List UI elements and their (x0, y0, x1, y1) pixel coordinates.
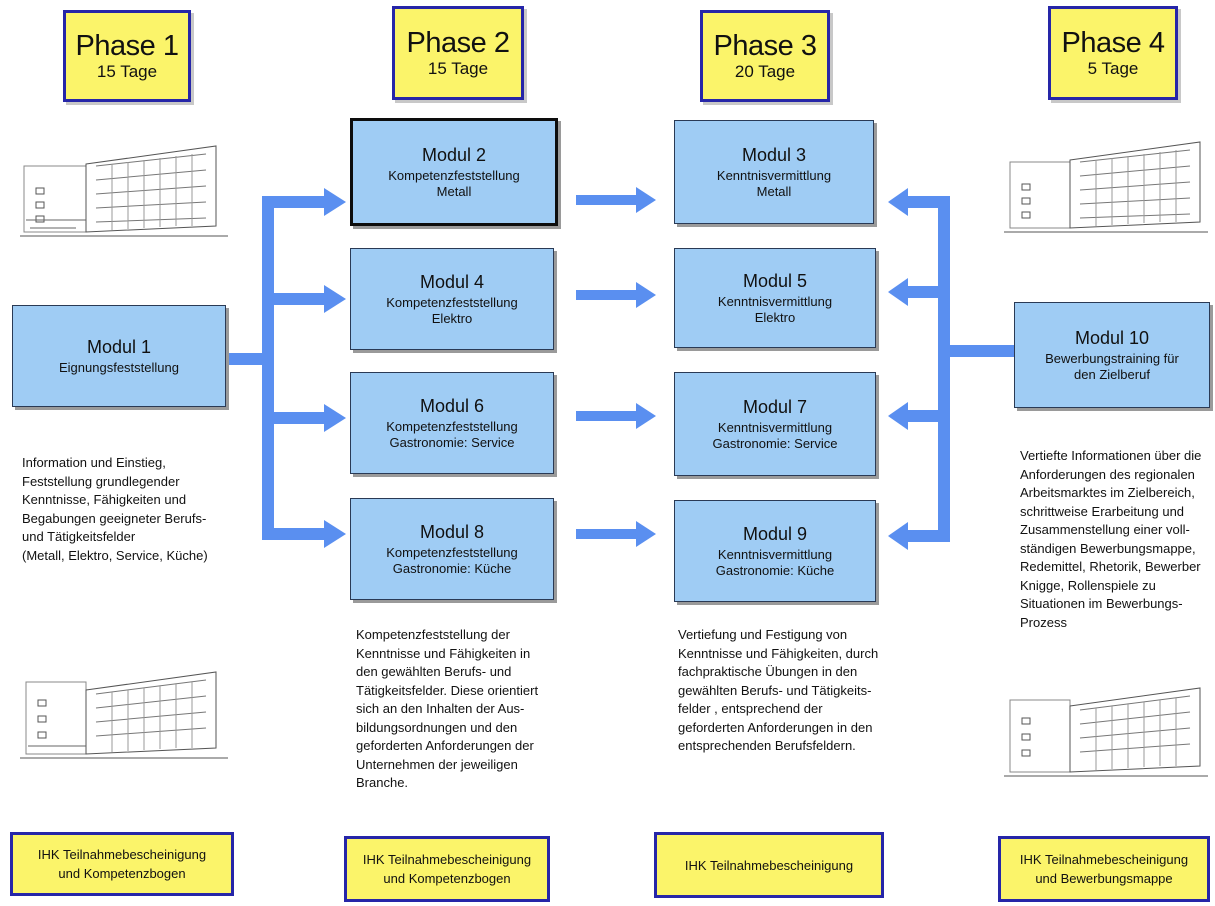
phase-1-title: Phase 1 (75, 29, 179, 62)
modul-1-box: Modul 1 Eignungsfeststellung (12, 305, 226, 407)
modul-5-title: Modul 5 (742, 271, 808, 291)
modul-8-subtitle: Kompetenzfeststellung Gastronomie: Küche (386, 545, 518, 576)
modul-1-title: Modul 1 (86, 337, 152, 357)
building-sketch-icon (1004, 141, 1208, 233)
modul-6-subtitle: Kompetenzfeststellung Gastronomie: Servi… (386, 419, 518, 450)
arrow-to-modul-5 (888, 278, 908, 306)
building-sketch-icon (20, 671, 228, 759)
modul-4-box: Modul 4 Kompetenzfeststellung Elektro (350, 248, 554, 350)
modul-2-title: Modul 2 (421, 145, 487, 165)
modul-10-box: Modul 10 Bewerbungstraining für den Ziel… (1014, 302, 1210, 408)
certificate-phase-2: IHK Teilnahmebescheinigung und Kompetenz… (344, 836, 550, 902)
bracket-spine-right (938, 196, 950, 542)
phase-3-title: Phase 3 (713, 29, 817, 62)
modul-9-title: Modul 9 (742, 524, 808, 544)
modul-1-subtitle: Eignungsfeststellung (59, 360, 179, 375)
certificate-phase-1: IHK Teilnahmebescheinigung und Kompetenz… (10, 832, 234, 896)
modul-8-title: Modul 8 (419, 522, 485, 542)
building-sketch-icon (1004, 687, 1208, 777)
modul-9-subtitle: Kenntnisvermittlung Gastronomie: Küche (715, 547, 835, 578)
certificate-phase-4: IHK Teilnahmebescheinigung und Bewerbung… (998, 836, 1210, 902)
phase-1-days: 15 Tage (96, 61, 158, 81)
phase-2-description: Kompetenzfeststellung der Kenntnisse und… (356, 627, 539, 790)
phase-1-header: Phase 1 15 Tage (63, 10, 191, 102)
modul-4-title: Modul 4 (419, 272, 485, 292)
modul-5-box: Modul 5 Kenntnisvermittlung Elektro (674, 248, 876, 348)
modul-7-box: Modul 7 Kenntnisvermittlung Gastronomie:… (674, 372, 876, 476)
arrow-2-to-3 (636, 187, 656, 213)
modul-7-title: Modul 7 (742, 397, 808, 417)
phase-3-days: 20 Tage (734, 61, 796, 81)
arrow-to-modul-8 (324, 520, 346, 548)
arrow-to-modul-3 (888, 188, 908, 216)
phase-4-days: 5 Tage (1087, 58, 1139, 78)
modul-6-box: Modul 6 Kompetenzfeststellung Gastronomi… (350, 372, 554, 474)
certificate-phase-3: IHK Teilnahmebescheinigung (654, 832, 884, 898)
modul-6-title: Modul 6 (419, 396, 485, 416)
phase-3-header: Phase 3 20 Tage (700, 10, 830, 102)
modul-7-subtitle: Kenntnisvermittlung Gastronomie: Service (712, 420, 838, 451)
modul-8-box: Modul 8 Kompetenzfeststellung Gastronomi… (350, 498, 554, 600)
modul-5-subtitle: Kenntnisvermittlung Elektro (717, 294, 833, 325)
arrow-to-modul-2 (324, 188, 346, 216)
phase-2-title: Phase 2 (406, 26, 510, 59)
arrow-to-modul-7 (888, 402, 908, 430)
phase-2-header: Phase 2 15 Tage (392, 6, 524, 100)
modul-3-box: Modul 3 Kenntnisvermittlung Metall (674, 120, 874, 224)
modul-9-box: Modul 9 Kenntnisvermittlung Gastronomie:… (674, 500, 876, 602)
phase-3-description: Vertiefung und Festigung von Kenntnisse … (678, 627, 879, 753)
arrow-to-modul-9 (888, 522, 908, 550)
modul-2-subtitle: Kompetenzfeststellung Metall (388, 168, 520, 199)
phase-4-header: Phase 4 5 Tage (1048, 6, 1178, 100)
arrow-6-to-7 (636, 403, 656, 429)
phase-4-title: Phase 4 (1061, 26, 1165, 59)
modul-10-title: Modul 10 (1074, 328, 1150, 348)
modul-10-subtitle: Bewerbungstraining für den Zielberuf (1045, 351, 1179, 382)
building-sketch-icon (20, 145, 228, 237)
arrow-to-modul-4 (324, 285, 346, 313)
phase-1-description: Information und Einstieg, Feststellung g… (22, 455, 208, 563)
modul-4-subtitle: Kompetenzfeststellung Elektro (386, 295, 518, 326)
arrow-4-to-5 (636, 282, 656, 308)
arrow-to-modul-6 (324, 404, 346, 432)
phase-2-days: 15 Tage (427, 58, 489, 78)
modul-3-title: Modul 3 (741, 145, 807, 165)
phase-4-description: Vertiefte Informationen über die Anforde… (1020, 448, 1202, 630)
modul-2-box: Modul 2 Kompetenzfeststellung Metall (350, 118, 558, 226)
bracket-stem-right (938, 345, 1014, 357)
bracket-stem-left (228, 353, 266, 365)
bracket-spine-left (262, 196, 274, 540)
modul-3-subtitle: Kenntnisvermittlung Metall (716, 168, 832, 199)
arrow-8-to-9 (636, 521, 656, 547)
